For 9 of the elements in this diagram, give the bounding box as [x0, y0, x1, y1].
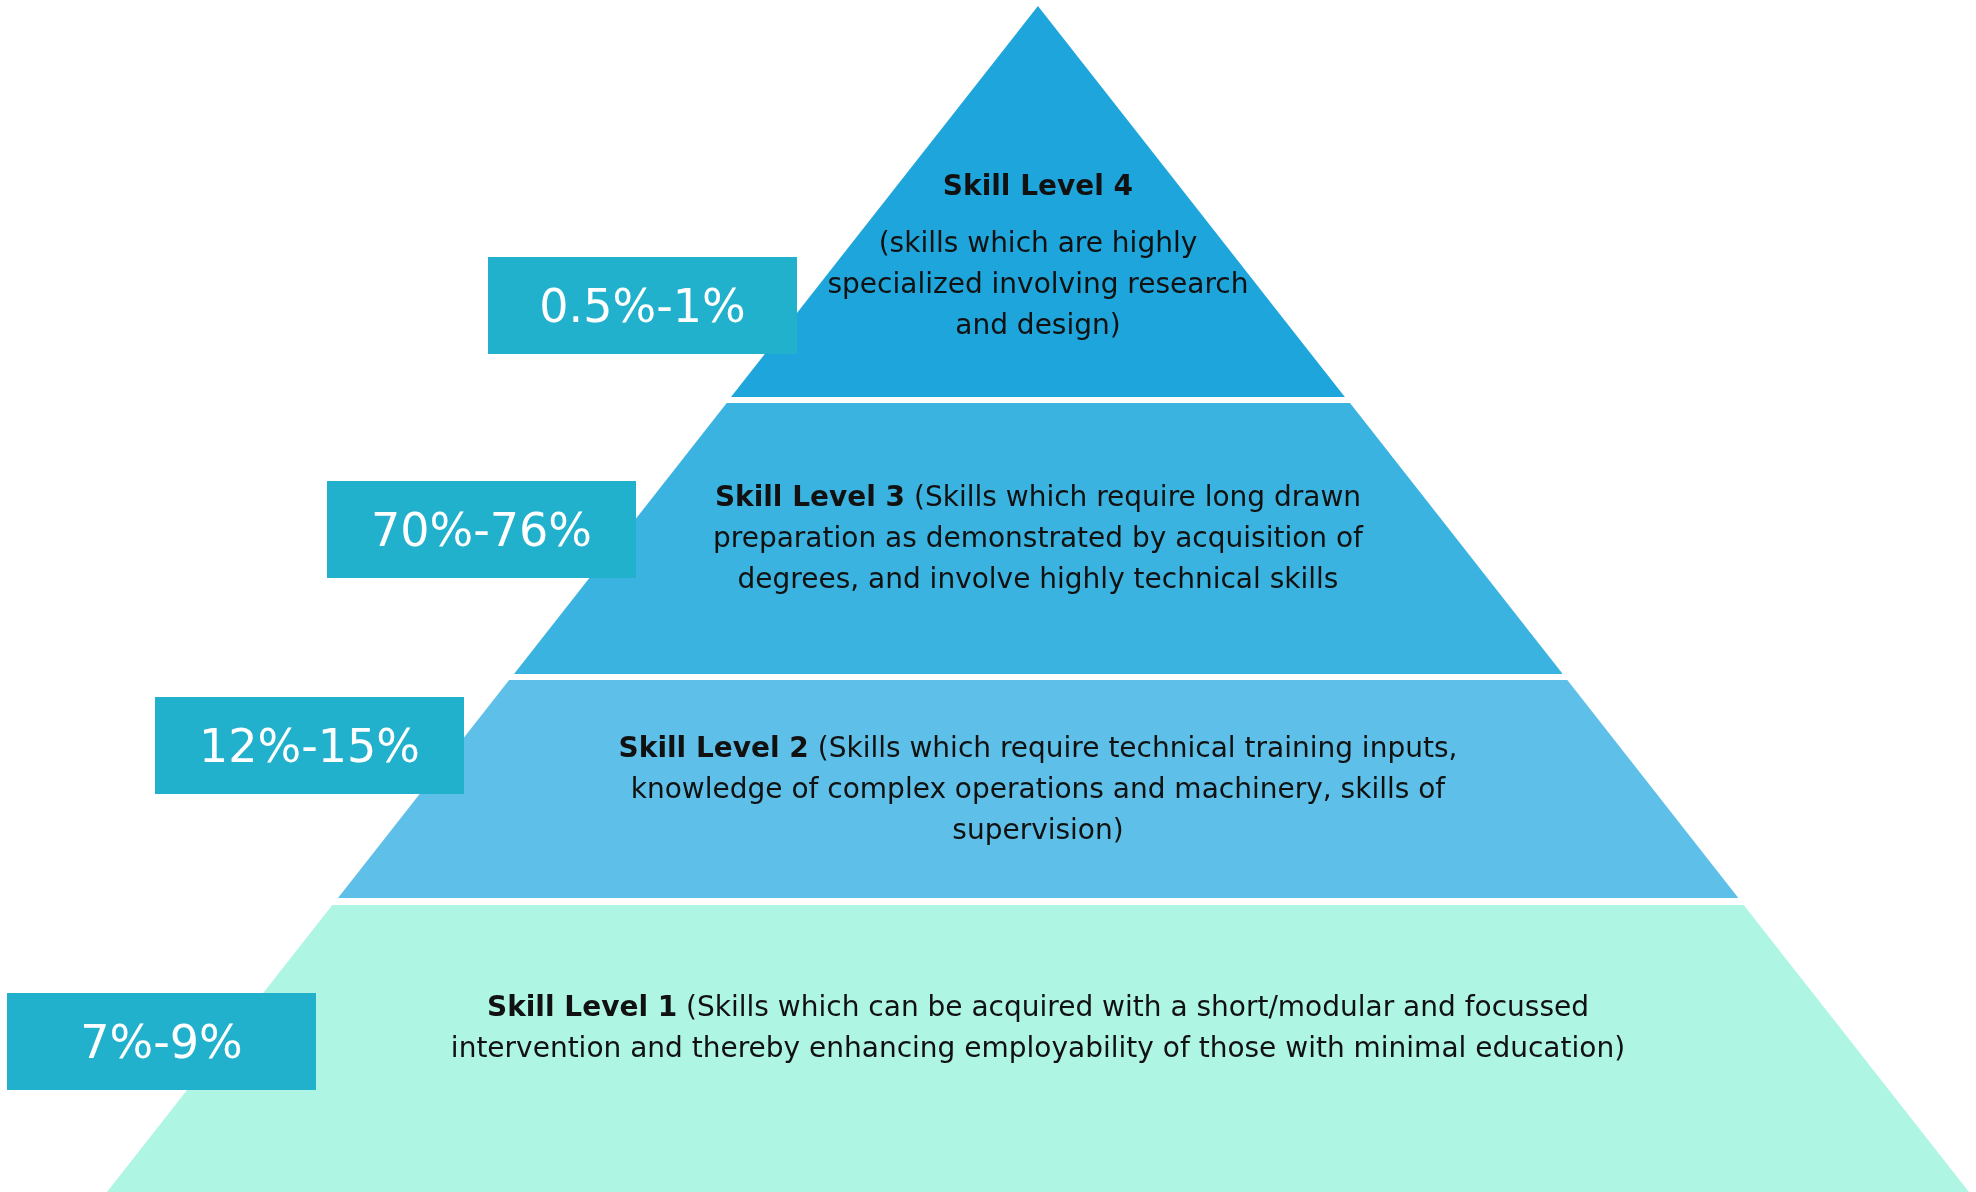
- percentage-label: 0.5%-1%: [488, 257, 797, 354]
- percentage-label: 70%-76%: [327, 481, 636, 578]
- tier-description: (skills which are highly specialized involving research and design): [826, 225, 1250, 343]
- tier-description: Skill Level 1 (Skills which can be acquired with a short/modular and focussed intervention and thereby enhancing employability of those with minimal education): [449, 989, 1627, 1066]
- tier-heading: Skill Level 4: [941, 168, 1135, 204]
- percentage-label: 7%-9%: [7, 993, 316, 1090]
- tier-description: Skill Level 3 (Skills which require long drawn preparation as demonstrated by acquisition of degrees, and involve highly technical skills: [712, 479, 1365, 597]
- tier-description: Skill Level 2 (Skills which require technical training inputs, knowledge of complex operations and machinery, skills of supervision): [617, 730, 1459, 848]
- percentage-label: 12%-15%: [155, 697, 464, 794]
